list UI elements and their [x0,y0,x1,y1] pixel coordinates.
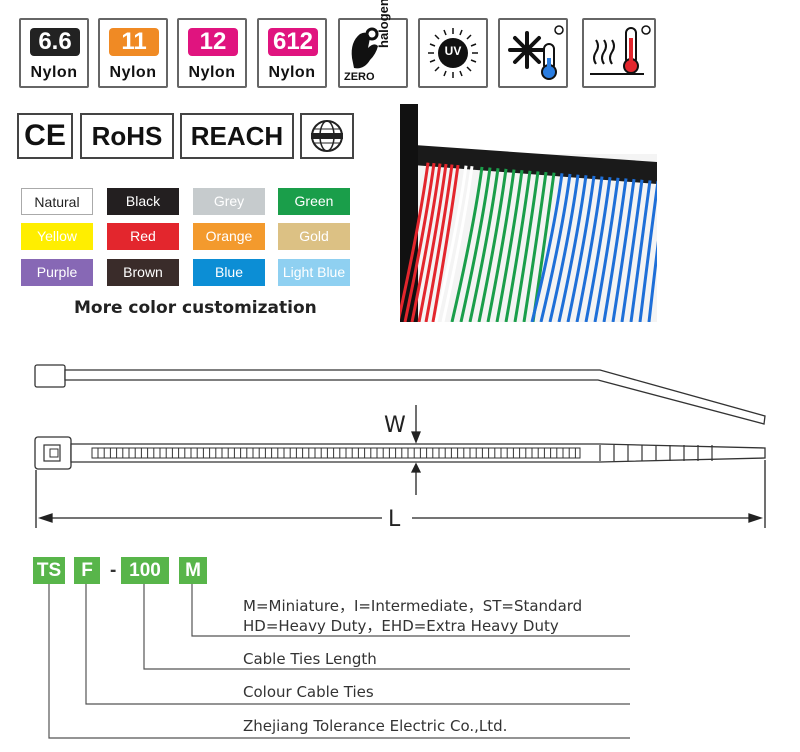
globe-icon [311,120,343,152]
material-number: 6.6 [30,28,80,56]
material-number: 612 [268,28,318,56]
code-length: 100 [121,557,169,584]
code-series: TS [33,557,65,584]
material-label: Nylon [188,64,236,81]
color-swatch: Green [278,188,350,215]
color-swatch: Purple [21,259,93,286]
color-swatch: Natural [21,188,93,215]
uv-label: UV [444,44,462,58]
color-swatch: Yellow [21,223,93,250]
nylon-12-badge: 12 Nylon [177,18,247,88]
length-dimension [35,460,766,528]
code-dash: - [110,560,117,581]
type-legend-line-1: M=Miniature，I=Intermediate，ST=Standard [243,597,583,615]
hand-icon [351,27,379,69]
material-number: 12 [188,28,238,56]
tie-top-view [34,436,766,470]
uv-resistant-badge: UV [418,18,488,88]
code-type: M [179,557,207,584]
width-label: W [384,413,406,438]
color-swatch: Grey [193,188,265,215]
code-colour: F [74,557,100,584]
halogen-label: halogen [376,0,391,48]
code-leader-lines [48,584,630,739]
heat-waves-icon [590,39,644,75]
snowflake-icon [508,31,546,69]
global-cert-mark [300,113,354,159]
cable-tie-application-photo [400,104,657,322]
material-label: Nylon [30,64,78,81]
cold-resistant-badge [498,18,568,88]
hot-thermometer-icon [623,25,651,74]
color-swatch: Red [107,223,179,250]
length-legend: Cable Ties Length [243,650,377,668]
color-swatch: Black [107,188,179,215]
length-label: L [388,507,401,532]
zero-halogen-badge: ZERO halogen [338,0,408,88]
nylon-11-badge: 11 Nylon [98,18,168,88]
color-swatch: Brown [107,259,179,286]
color-swatch: Orange [193,223,265,250]
color-swatch: Gold [278,223,350,250]
color-swatch: Blue [193,259,265,286]
colour-legend: Colour Cable Ties [243,683,374,701]
ce-mark: CE [17,113,73,159]
cable-tie-diagram: W L [34,364,766,532]
more-color-caption: More color customization [74,298,317,318]
company-legend: Zhejiang Tolerance Electric Co.,Ltd. [243,717,508,735]
type-legend-line-2: HD=Heavy Duty，EHD=Extra Heavy Duty [243,617,559,635]
material-label: Nylon [109,64,157,81]
material-label: Nylon [268,64,316,81]
color-swatch: Light Blue [278,259,350,286]
nylon-66-badge: 6.6 Nylon [19,18,89,88]
heat-resistant-badge [582,18,656,88]
sun-icon [428,28,478,78]
nylon-612-badge: 612 Nylon [257,18,327,88]
rohs-mark: RoHS [80,113,174,159]
width-dimension [410,405,422,495]
zero-label: ZERO [344,71,375,83]
cold-thermometer-icon [541,25,564,80]
tie-side-view [34,364,766,425]
material-number: 11 [109,28,159,56]
reach-mark: REACH [180,113,294,159]
